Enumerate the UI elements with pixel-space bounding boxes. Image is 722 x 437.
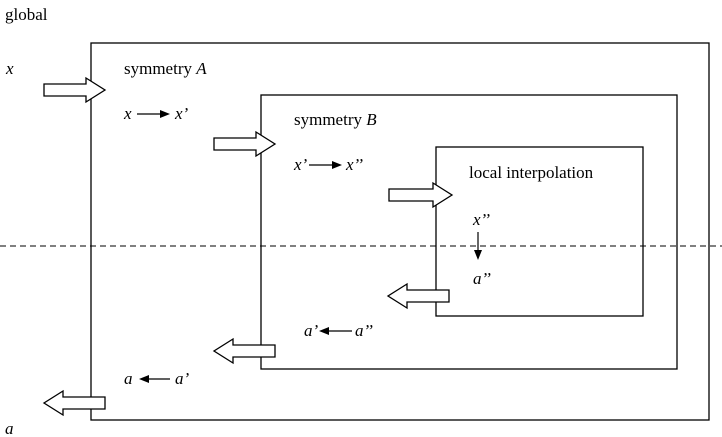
map-x-to-xp-to: x’ <box>174 104 189 123</box>
local-interpolation-box <box>435 146 644 317</box>
map-xp-to-xpp-arrowhead <box>332 161 342 169</box>
input-arrow-b-to-local <box>388 181 454 209</box>
map-ap-to-a-from: a’ <box>175 369 190 388</box>
symmetry-a-letter: A <box>195 59 207 78</box>
symmetry-a-box <box>90 42 710 421</box>
a-output-label: a <box>5 419 14 437</box>
map-app-to-ap-to: a’ <box>304 321 319 340</box>
map-ap-to-a-arrowhead <box>139 375 149 383</box>
map-app-to-ap-from: a’’ <box>355 321 373 340</box>
output-arrow-local-to-b <box>386 282 450 310</box>
symmetry-a-title: symmetry A <box>124 59 207 78</box>
input-arrow-a-to-b <box>213 130 277 158</box>
local-interpolation-title: local interpolation <box>469 163 594 182</box>
symmetry-a-word: symmetry <box>124 59 192 78</box>
symmetry-b-title: symmetry B <box>294 110 377 129</box>
symmetry-b-letter: B <box>366 110 377 129</box>
map-app-to-ap-arrowhead <box>319 327 329 335</box>
map-xpp-to-app-to: a’’ <box>473 269 491 288</box>
map-xp-to-xpp-to: x’’ <box>345 155 363 174</box>
map-x-to-xp-arrowhead <box>160 110 170 118</box>
input-arrow-global-to-a <box>43 76 107 104</box>
map-xpp-to-app-from: x’’ <box>472 210 490 229</box>
output-arrow-a-to-global <box>42 389 106 417</box>
output-arrow-b-to-a <box>212 337 276 365</box>
symmetry-b-word: symmetry <box>294 110 362 129</box>
map-ap-to-a-to: a <box>124 369 133 388</box>
map-xp-to-xpp-from: x’ <box>293 155 308 174</box>
map-xpp-to-app-arrowhead <box>474 250 482 260</box>
x-input-label: x <box>5 59 14 78</box>
map-x-to-xp-from: x <box>123 104 132 123</box>
global-label: global <box>5 5 48 24</box>
symmetry-b-box <box>260 94 678 370</box>
